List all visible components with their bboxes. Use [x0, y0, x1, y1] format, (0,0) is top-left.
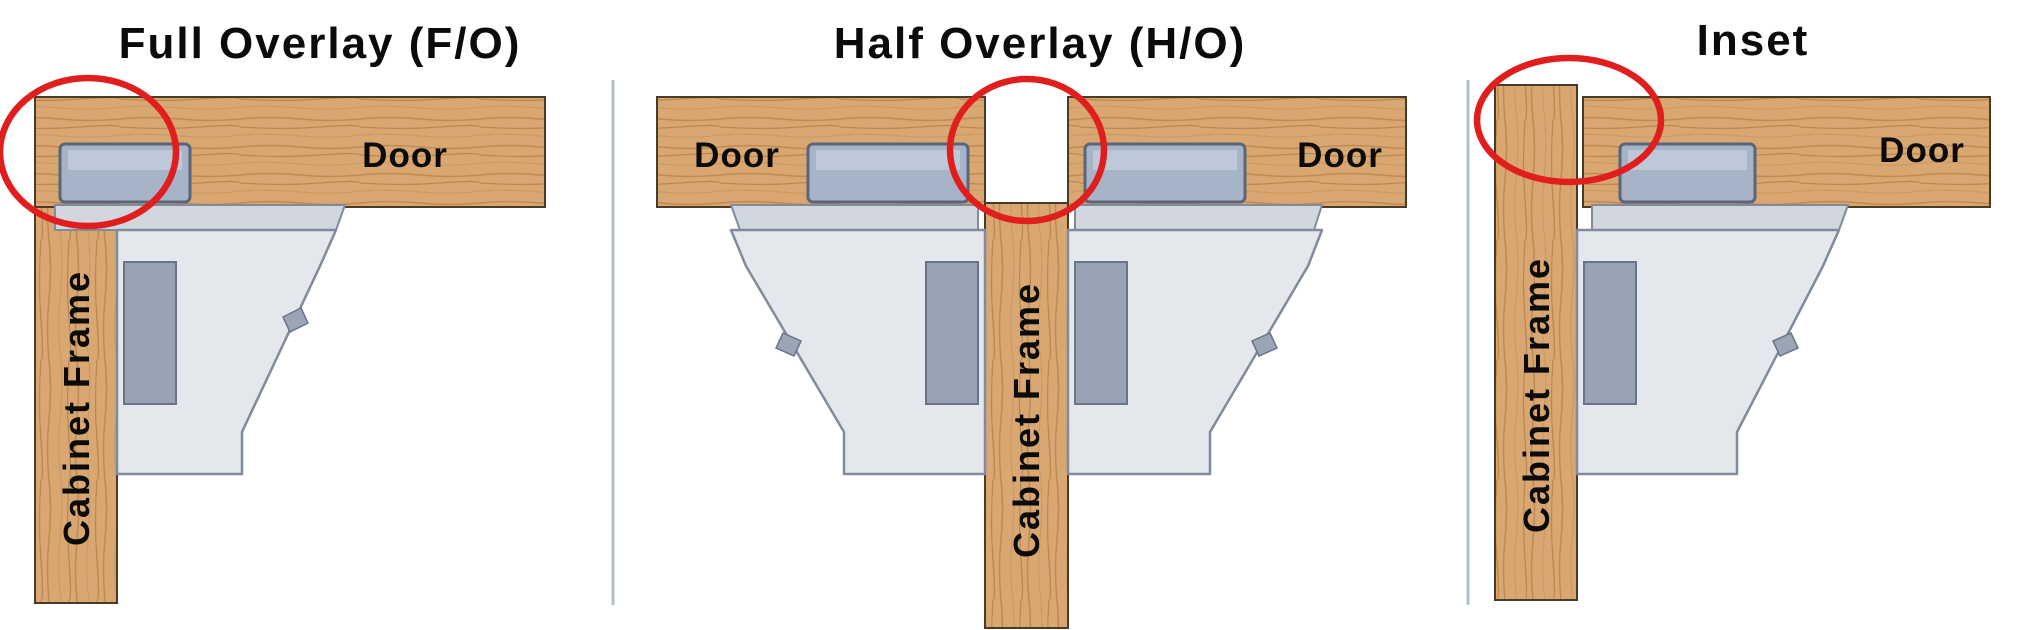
- full-overlay-highlight-circle: [0, 74, 180, 230]
- inset-door-label: Door: [1879, 131, 1965, 170]
- half-overlay-right-hinge-arm: [1066, 228, 1324, 476]
- half-overlay-cabinet-frame-board: [984, 202, 1069, 629]
- inset-highlight-circle: [1473, 54, 1665, 186]
- half-overlay-right-hinge-pivot-tab: [1250, 332, 1279, 357]
- full-overlay-door-label: Door: [362, 136, 448, 175]
- half-overlay-left-hinge-arm: [729, 228, 987, 476]
- full-overlay-hinge-pivot-tab: [282, 306, 309, 334]
- inset-hinge-cup-highlight: [1628, 150, 1747, 170]
- half-overlay-left-door-label: Door: [694, 136, 780, 175]
- full-overlay-hinge-mounting-plate: [123, 261, 177, 405]
- half-overlay-left-hinge-mounting-plate: [925, 261, 979, 405]
- inset-frame-label: Cabinet Frame: [1516, 257, 1557, 533]
- half-overlay-right-hinge-flange: [1074, 204, 1323, 231]
- half-overlay-left-hinge-cup-highlight: [816, 150, 960, 170]
- inset-title: Inset: [1697, 16, 1810, 65]
- panel-inset: Door Cabinet Frame Inset: [1473, 16, 1991, 601]
- inset-hinge-arm: [1575, 228, 1841, 476]
- half-overlay-right-hinge-mounting-plate: [1074, 261, 1128, 405]
- inset-cabinet-frame-board: [1494, 84, 1578, 601]
- half-overlay-left-hinge-pivot-tab: [774, 332, 803, 357]
- half-overlay-left-hinge-flange: [730, 204, 979, 231]
- panel-full-overlay: Door Cabinet Frame Full Overlay (F/O): [0, 19, 546, 604]
- half-overlay-right-hinge-cup-highlight: [1093, 150, 1237, 170]
- full-overlay-frame-label: Cabinet Frame: [56, 270, 97, 546]
- full-overlay-hinge-cup-highlight: [68, 150, 182, 170]
- half-overlay-title: Half Overlay (H/O): [834, 19, 1247, 68]
- inset-hinge-flange: [1591, 204, 1849, 231]
- full-overlay-cabinet-frame-board: [34, 202, 118, 604]
- inset-hinge-pivot-tab: [1771, 332, 1800, 357]
- half-overlay-frame-label: Cabinet Frame: [1006, 282, 1047, 558]
- inset-hinge-mounting-plate: [1583, 261, 1637, 405]
- half-overlay-highlight-circle: [946, 75, 1108, 225]
- panel-half-overlay: Door Door Cabinet Frame Half Overlay (H/…: [656, 19, 1407, 629]
- half-overlay-right-door-label: Door: [1297, 136, 1383, 175]
- full-overlay-title: Full Overlay (F/O): [119, 19, 522, 68]
